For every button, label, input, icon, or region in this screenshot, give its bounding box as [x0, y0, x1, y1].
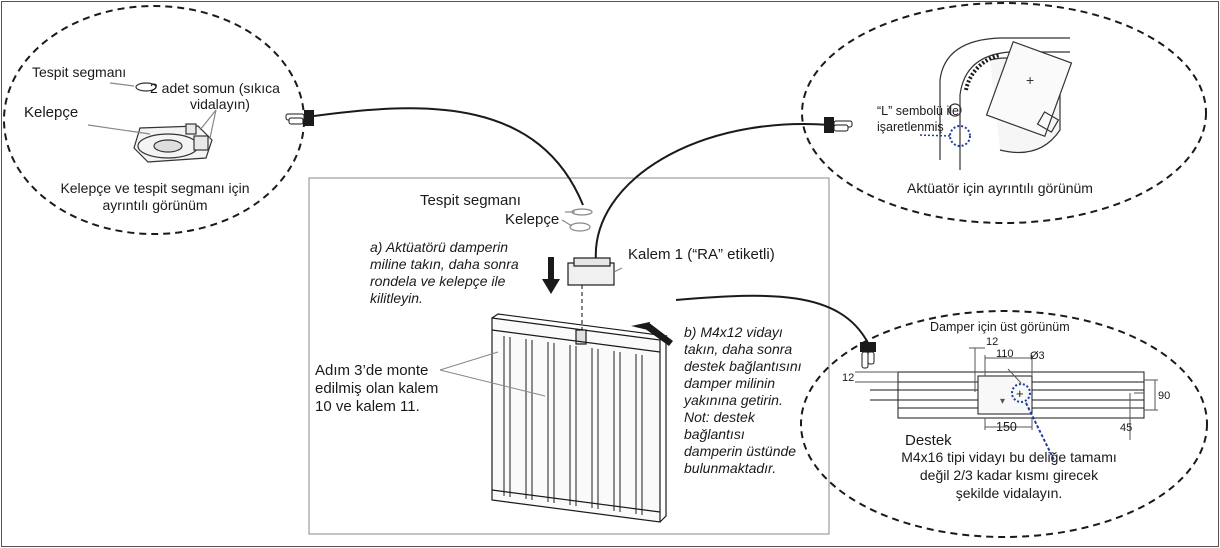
callout-right-bottom-ellipse [800, 310, 1208, 538]
damper-drawing [491, 313, 668, 523]
step-b-line: takın, daha sonra [684, 341, 793, 357]
adim-text: Adım 3’de monte edilmiş olan kalem 10 ve… [315, 362, 438, 416]
dim-12-left: 12 [842, 372, 855, 384]
callout-left-caption-line2: ayrıntılı görünüm [102, 197, 208, 213]
segman-label-main: Tespit segmanı [420, 192, 521, 209]
top-view-title: Damper için üst görünüm [930, 320, 1070, 334]
step-a-line: rondela ve kelepçe ile [370, 273, 506, 289]
destek-label: Destek [905, 432, 952, 449]
note-line: şekilde vidalayın. [955, 485, 1063, 501]
dim-03: Ø3 [1030, 350, 1045, 362]
step-b-line: damperin üstünde [684, 443, 797, 459]
step-a-line: kilitleyin. [370, 290, 423, 306]
l-symbol-label-line1: “L” sembolü ile [877, 104, 959, 118]
step-b-line: bulunmaktadır. [684, 460, 777, 476]
connector-left [313, 107, 584, 206]
adim-line: 10 ve kalem 11. [315, 398, 420, 415]
callout-right-top-ellipse [801, 2, 1207, 224]
step-a-text: a) Aktüatörü damperin miline takın, daha… [370, 239, 519, 307]
somun-label-line2: vidalayın) [190, 96, 250, 112]
callout-left-caption-line1: Kelepçe ve tespit segmanı için [60, 180, 250, 196]
step-b-line: damper milinin [684, 375, 776, 391]
down-arrow [542, 257, 560, 294]
hand-pointer-icon [824, 117, 853, 133]
svg-text:+: + [1016, 386, 1024, 401]
somun-label-line1: 2 adet somun (sıkıca [150, 80, 280, 96]
step-a-line: miline takın, daha sonra [370, 256, 519, 272]
step-b-text: b) M4x12 vidayı takın, daha sonra destek… [684, 324, 802, 477]
step-b-line: b) M4x12 vidayı [684, 324, 783, 340]
connector-top-right [594, 123, 831, 263]
adim-line: edilmiş olan kalem [315, 380, 439, 397]
note-line: değil 2/3 kadar kısmı girecek [919, 467, 1099, 483]
hand-pointer-icon [285, 110, 314, 126]
actuator-detail-drawing: + [919, 37, 1073, 170]
damper-top-view-drawing: + ▾ [855, 347, 1158, 463]
main-parts [561, 208, 623, 330]
l-symbol-label-line2: işaretlenmiş [877, 120, 944, 134]
step-b-line: Not: destek [684, 409, 755, 425]
step-b-line: destek bağlantısını [684, 358, 802, 374]
dim-12-top: 12 [986, 336, 999, 348]
segman-label-left: Tespit segmanı [32, 64, 127, 80]
adim-line: Adım 3’de monte [315, 362, 429, 379]
connector-bottom-right [675, 294, 869, 344]
dim-110: 110 [996, 348, 1014, 360]
svg-text:▾: ▾ [1000, 396, 1005, 407]
clamp-detail-drawing [87, 82, 217, 163]
hand-pointer-icon [860, 342, 876, 369]
callout-right-top-caption: Aktüatör için ayrıntılı görünüm [907, 180, 1093, 196]
kalem1-label: Kalem 1 (“RA” etiketli) [628, 246, 775, 263]
dim-90: 90 [1158, 390, 1171, 402]
step-b-line: yakınına getirin. [684, 392, 783, 408]
kelepce-label-left: Kelepçe [24, 104, 79, 121]
step-b-line: bağlantısı [684, 426, 745, 442]
svg-text:+: + [1026, 72, 1034, 88]
note-line: M4x16 tipi vidayı bu deliğe tamamı [901, 449, 1117, 465]
leader-lines [439, 351, 546, 397]
dim-45: 45 [1120, 422, 1133, 434]
step-a-line: a) Aktüatörü damperin [370, 239, 508, 255]
kelepce-label-main: Kelepçe [505, 211, 560, 228]
dim-150: 150 [996, 420, 1017, 434]
